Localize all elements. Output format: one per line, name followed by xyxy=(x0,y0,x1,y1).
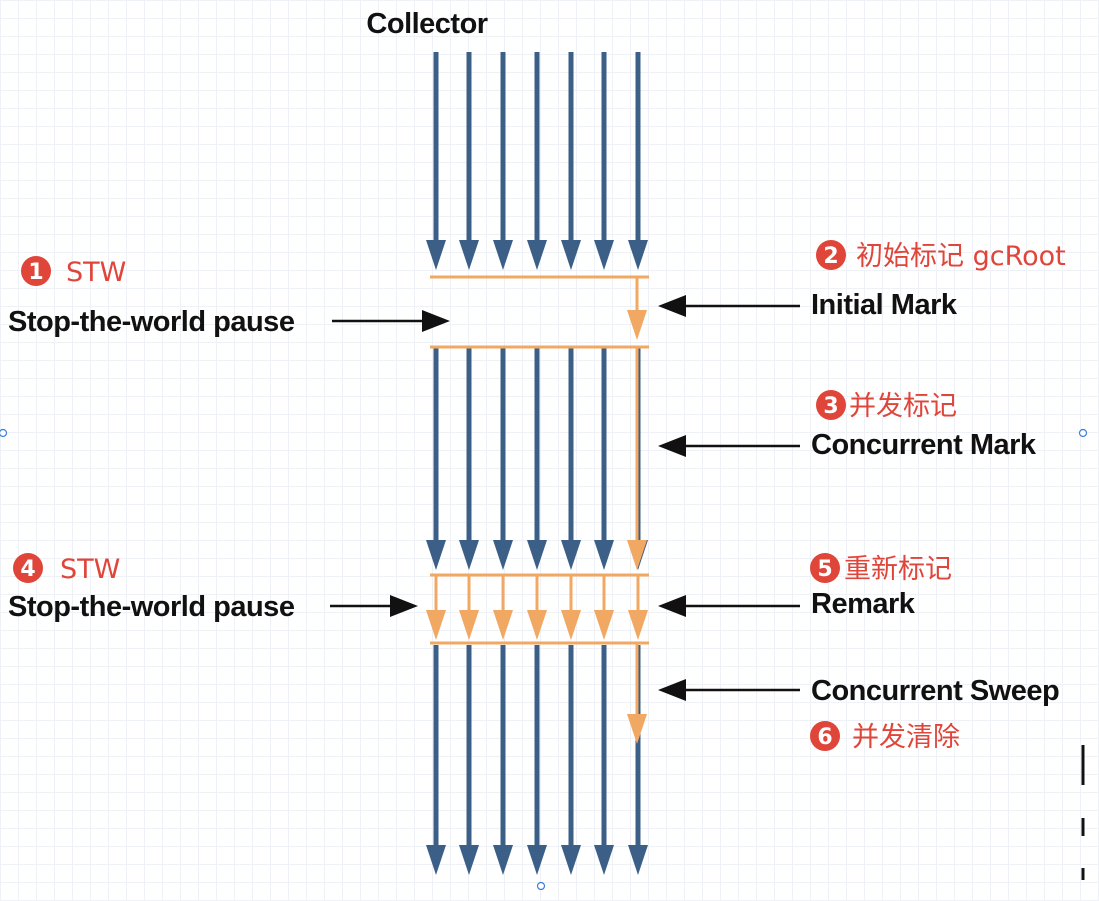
gc-remark-thread-1-arrow xyxy=(426,610,446,640)
badge-3-number: 3 xyxy=(823,394,838,419)
badge-5-number: 5 xyxy=(817,557,832,582)
phase-initial-mark: 2 初始标记 gcRoot Initial Mark xyxy=(658,240,1066,321)
left-annotation-4: 4 STW Stop-the-world pause xyxy=(8,553,418,623)
selection-handle-right[interactable] xyxy=(1078,428,1088,438)
phase-arrow-remark xyxy=(658,595,800,617)
gc-remark-thread-5-arrow xyxy=(561,610,581,640)
app-thread-7-arrow-3 xyxy=(628,845,648,875)
gc-remark-thread-2-arrow xyxy=(459,610,479,640)
stop-the-world-pause-label-1: Stop-the-world pause xyxy=(8,306,295,338)
phase-en-initial-mark: Initial Mark xyxy=(811,289,958,321)
phase-arrow-concurrent-mark xyxy=(658,435,800,457)
badge-6-circle xyxy=(810,721,840,751)
app-thread-2-arrow-1 xyxy=(459,240,479,270)
badge-3-circle xyxy=(816,390,846,420)
thread-lanes xyxy=(426,52,649,875)
app-thread-5-arrow-3 xyxy=(561,845,581,875)
phase-arrow-concurrent-sweep xyxy=(658,679,800,701)
phase-en-remark: Remark xyxy=(811,588,916,620)
gc-remark-thread-3-arrow xyxy=(493,610,513,640)
stop-the-world-pause-label-2: Stop-the-world pause xyxy=(8,591,295,623)
badge-2-circle xyxy=(816,240,846,270)
app-thread-3-arrow-1 xyxy=(493,240,513,270)
app-thread-4-arrow-2 xyxy=(527,540,547,570)
phase-cn-concurrent-sweep: 并发清除 xyxy=(852,722,960,753)
phase-en-concurrent-mark: Concurrent Mark xyxy=(811,429,1037,461)
app-thread-4-arrow-3 xyxy=(527,845,547,875)
phase-cn-initial-mark: 初始标记 gcRoot xyxy=(856,241,1066,272)
app-thread-6-arrow-2 xyxy=(594,540,614,570)
gc-remark-thread-7-arrow xyxy=(628,610,648,640)
app-thread-3-arrow-3 xyxy=(493,845,513,875)
app-thread-3-arrow-2 xyxy=(493,540,513,570)
gc-concurrent-mark-arrow xyxy=(627,540,647,570)
phase-concurrent-mark: 3 并发标记 Concurrent Mark xyxy=(658,390,1037,461)
pause-arrow-2 xyxy=(330,595,418,617)
app-thread-4-arrow-1 xyxy=(527,240,547,270)
badge-5-circle xyxy=(810,553,840,583)
badge-2-number: 2 xyxy=(823,244,838,269)
phase-cn-concurrent-mark: 并发标记 xyxy=(849,391,957,422)
pause-arrow-1 xyxy=(332,310,450,332)
gc-initial-mark-arrow xyxy=(627,310,647,340)
app-thread-6-arrow-3 xyxy=(594,845,614,875)
app-thread-1-arrow-3 xyxy=(426,845,446,875)
app-thread-5-arrow-1 xyxy=(561,240,581,270)
gc-remark-thread-4-arrow xyxy=(527,610,547,640)
app-thread-7-arrow-1 xyxy=(628,240,648,270)
app-thread-5-arrow-2 xyxy=(561,540,581,570)
phase-arrow-initial-mark xyxy=(658,295,800,317)
phase-cn-remark: 重新标记 xyxy=(844,554,952,585)
app-thread-2-arrow-3 xyxy=(459,845,479,875)
phase-en-concurrent-sweep: Concurrent Sweep xyxy=(811,675,1059,707)
phase-remark: 5 重新标记 Remark xyxy=(658,553,952,620)
phase-concurrent-sweep: Concurrent Sweep 6 并发清除 xyxy=(658,675,1060,753)
app-thread-2-arrow-2 xyxy=(459,540,479,570)
selection-handle-left[interactable] xyxy=(0,428,8,438)
left-annotation-1: 1 STW Stop-the-world pause xyxy=(8,256,450,338)
badge-4-number: 4 xyxy=(20,557,35,582)
collector-title: Collector xyxy=(366,8,487,40)
app-thread-6-arrow-1 xyxy=(594,240,614,270)
gc-remark-thread-6-arrow xyxy=(594,610,614,640)
badge-4-circle xyxy=(13,553,43,583)
app-thread-1-arrow-1 xyxy=(426,240,446,270)
app-thread-1-arrow-2 xyxy=(426,540,446,570)
badge-1-circle xyxy=(21,256,51,286)
stw-label-4: STW xyxy=(60,554,120,585)
selection-handle-bottom[interactable] xyxy=(536,881,546,891)
badge-1-number: 1 xyxy=(28,260,43,285)
badge-6-number: 6 xyxy=(817,725,832,750)
gc-concurrent-sweep-arrow xyxy=(627,714,647,744)
stw-label-1: STW xyxy=(66,257,126,288)
